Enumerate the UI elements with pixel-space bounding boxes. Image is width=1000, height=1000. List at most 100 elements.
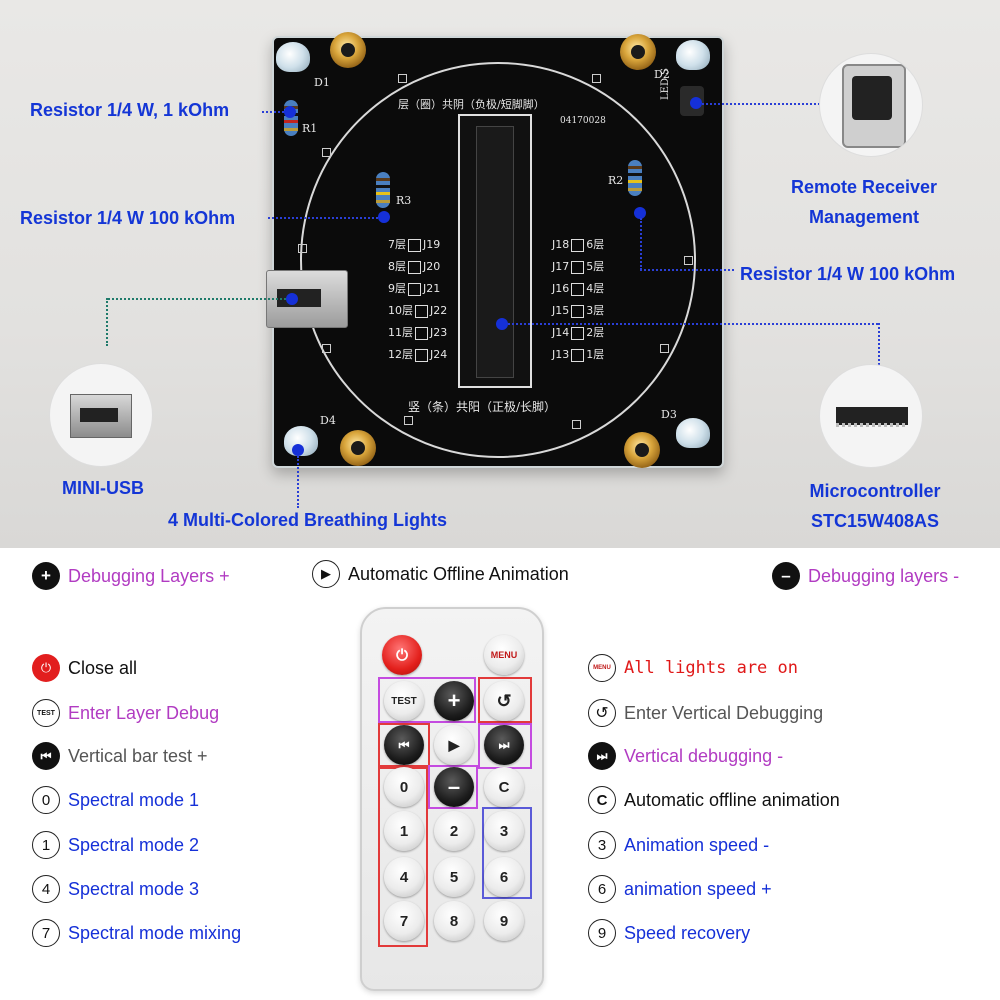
- legend-label: Debugging Layers +: [68, 565, 230, 586]
- next-icon: ⏭: [588, 742, 616, 770]
- standoff-bottom-left: [340, 430, 376, 466]
- menu-button[interactable]: MENU: [484, 635, 524, 675]
- highlight-box: [478, 677, 532, 723]
- legend-right-6: 9 Speed recovery: [588, 919, 750, 947]
- legend-label: Debugging layers -: [808, 565, 960, 586]
- legend-left-2: ⏮ Vertical bar test +: [32, 742, 208, 770]
- menu-icon: MENU: [588, 654, 616, 682]
- jumper-id: J20: [423, 260, 441, 273]
- highlight-box: [428, 765, 478, 809]
- jumper-pad: [408, 282, 421, 296]
- leds-label: LED S: [660, 68, 671, 100]
- nine-icon: 9: [588, 919, 616, 947]
- test-button[interactable]: TEST: [384, 681, 424, 721]
- callout-lights: 4 Multi-Colored Breathing Lights: [168, 510, 447, 530]
- leader-line: [106, 298, 108, 346]
- jumper-id: J18: [552, 238, 570, 251]
- jumper-pad: [415, 348, 428, 362]
- ic-body: [476, 126, 514, 378]
- marker-dot: [496, 318, 508, 330]
- legend-label: Spectral mode mixing: [68, 922, 242, 943]
- digit-6-button[interactable]: 6: [484, 857, 524, 897]
- led-d2: [676, 40, 710, 70]
- seven-icon: 7: [32, 919, 60, 947]
- digit-1-button[interactable]: 1: [384, 811, 424, 851]
- callout-mcu: Microcontroller STC15W408AS: [809, 481, 941, 531]
- legend-left-0: ⏻ Close all: [32, 654, 137, 682]
- leader-line: [640, 218, 642, 270]
- jumper-layer-label: 4层: [586, 282, 605, 295]
- plus-icon: +: [447, 688, 461, 713]
- marker-dot: [634, 207, 646, 219]
- leader-line: [508, 323, 878, 325]
- ring-pad: [404, 416, 413, 425]
- jumper-layer-label: 12层: [388, 348, 413, 361]
- callout-r2: Resistor 1/4 W 100 kOhm: [740, 264, 956, 284]
- plus-icon: +: [32, 562, 60, 590]
- legend-left-5: 4 Spectral mode 3: [32, 875, 199, 903]
- legend-label: Close all: [68, 657, 138, 678]
- power-button[interactable]: ⏻: [382, 635, 422, 675]
- legend-left-3: 0 Spectral mode 1: [32, 786, 199, 814]
- legend-label: Enter Vertical Debugging: [624, 702, 824, 723]
- legend-label: Spectral mode 2: [68, 834, 200, 855]
- jumper-id: J17: [552, 260, 570, 273]
- digit-7-button[interactable]: 7: [384, 901, 424, 941]
- chip-code: 04170028: [560, 116, 606, 126]
- jumper-id: J22: [430, 304, 448, 317]
- return-icon: ↺: [588, 699, 616, 727]
- leader-line: [262, 111, 284, 113]
- legend-label: Enter Layer Debug: [68, 702, 220, 723]
- d2-label: D2: [654, 68, 670, 81]
- jumper-pad: [571, 282, 585, 296]
- digit-8-button[interactable]: 8: [434, 901, 474, 941]
- jumper-pad: [408, 260, 421, 274]
- power-icon: ⏻: [32, 654, 60, 682]
- jumper-id: J15: [552, 304, 570, 317]
- jumper-id: J14: [552, 326, 570, 339]
- plus-button[interactable]: +: [434, 681, 474, 721]
- pcb-ring: [300, 62, 696, 458]
- legend-right-3: C Automatic offline animation: [588, 786, 840, 814]
- ring-pad: [572, 420, 581, 429]
- leader-line: [640, 269, 734, 271]
- jumper-pad: [571, 304, 585, 318]
- highlight-box: [378, 677, 476, 723]
- jumper-pad: [571, 238, 585, 252]
- digit-9-button[interactable]: 9: [484, 901, 524, 941]
- jumper-left: 12层 J24: [388, 346, 447, 362]
- digit-2-button[interactable]: 2: [434, 811, 474, 851]
- legend-label: Vertical debugging -: [624, 745, 784, 766]
- return-icon: ↺: [496, 690, 512, 711]
- digit-0-button[interactable]: 0: [384, 767, 424, 807]
- legend-left-1: TEST Enter Layer Debug: [32, 699, 219, 727]
- return-button[interactable]: ↺: [484, 681, 524, 721]
- minus-button[interactable]: –: [434, 767, 474, 807]
- jumper-id: J24: [430, 348, 448, 361]
- standoff-bottom-right: [624, 432, 660, 468]
- legend-label: Animation speed -: [624, 834, 770, 855]
- legend-right-2: ⏭ Vertical debugging -: [588, 742, 783, 770]
- leader-line: [297, 456, 299, 508]
- three-icon: 3: [588, 831, 616, 859]
- jumper-pad: [408, 238, 421, 252]
- leader-line: [268, 217, 378, 219]
- six-icon: 6: [588, 875, 616, 903]
- digit-5-button[interactable]: 5: [434, 857, 474, 897]
- digit-4-button[interactable]: 4: [384, 857, 424, 897]
- next-button[interactable]: ⏭: [484, 725, 524, 765]
- c-button[interactable]: C: [484, 767, 524, 807]
- highlight-box: [378, 765, 428, 947]
- digit-3-button[interactable]: 3: [484, 811, 524, 851]
- led-d3: [676, 418, 710, 448]
- ring-pad: [684, 256, 693, 265]
- play-button[interactable]: ▶: [434, 725, 474, 765]
- prev-button[interactable]: ⏮: [384, 725, 424, 765]
- next-icon: ⏭: [498, 737, 510, 752]
- led-d1: [276, 42, 310, 72]
